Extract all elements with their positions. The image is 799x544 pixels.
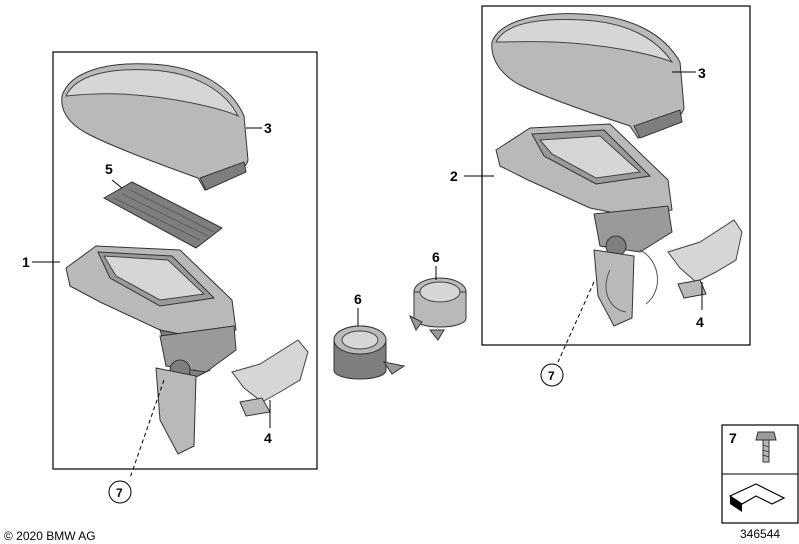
callout-2: 2 <box>450 168 458 184</box>
callout-3-right: 3 <box>698 65 706 81</box>
callout-1: 1 <box>22 254 30 270</box>
armrest-lid-left <box>61 63 249 191</box>
screw-marker-left <box>108 480 132 504</box>
callout-7-left: 7 <box>116 486 123 500</box>
callout-7-right: 7 <box>548 369 555 383</box>
callout-4-left: 4 <box>264 430 272 446</box>
callout-3-left: 3 <box>264 120 272 136</box>
console-tray-right <box>495 123 673 217</box>
armrest-lid-right <box>491 13 685 139</box>
copyright-text: © 2020 BMW AG <box>4 529 96 543</box>
callout-4-right: 4 <box>696 314 704 330</box>
hinge-mechanism-left <box>155 325 237 455</box>
callout-6-a: 6 <box>354 291 362 307</box>
callout-6-b: 6 <box>432 249 440 265</box>
hinge-mechanism-right <box>593 205 673 327</box>
bracket-left <box>231 339 309 417</box>
cup-holder-b <box>409 277 467 341</box>
insert-mat <box>102 181 223 249</box>
diagram-number: 346544 <box>740 527 780 541</box>
cup-holder-a <box>333 325 406 380</box>
leader-screw-left <box>129 379 165 479</box>
screw-legend: 7 <box>721 424 799 524</box>
arrow-symbol-icon <box>728 483 786 512</box>
screw-marker-right <box>540 363 564 387</box>
legend-callout-7: 7 <box>729 430 737 446</box>
leader-mat <box>111 179 123 189</box>
callout-5: 5 <box>105 161 113 177</box>
left-assembly-frame <box>52 51 318 470</box>
leader-screw-right <box>557 281 595 363</box>
bracket-right <box>667 219 743 299</box>
screw-icon <box>755 431 777 463</box>
